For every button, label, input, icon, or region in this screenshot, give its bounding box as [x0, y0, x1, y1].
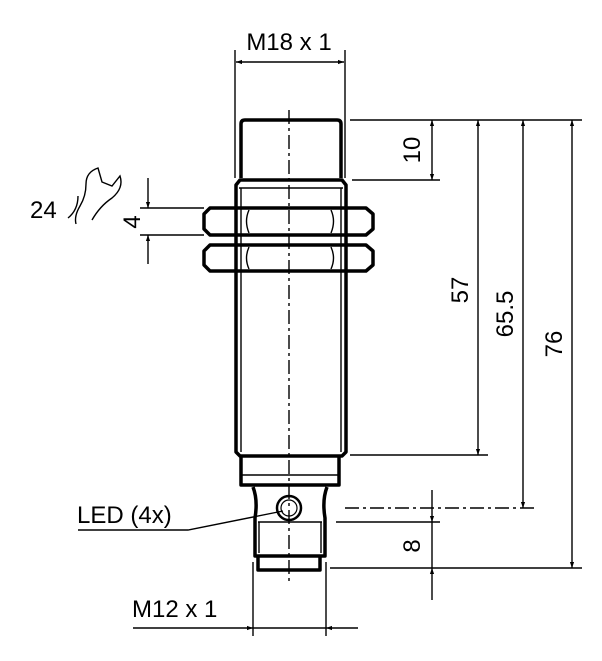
length-to-led-label: 65.5 [492, 291, 519, 338]
lock-nut-upper [202, 206, 375, 237]
sensor-body [234, 118, 348, 572]
nut-thickness-label: 4 [119, 215, 146, 228]
led-leader-line [78, 510, 284, 531]
total-length-label: 76 [541, 331, 568, 358]
dim-nut-thickness [140, 178, 204, 264]
led-label: LED (4x) [77, 502, 172, 529]
extension-lines [330, 119, 582, 569]
thread-top-label: M18 x 1 [246, 29, 331, 56]
connector-length-label: 8 [399, 539, 426, 552]
wrench-size-label: 24 [30, 197, 57, 224]
lock-nut-lower [202, 243, 375, 273]
dim-m12 [133, 562, 358, 636]
head-length-label: 10 [399, 137, 426, 164]
thread-length-label: 57 [447, 277, 474, 304]
thread-bottom-label: M12 x 1 [132, 596, 217, 623]
dim-m18 [234, 50, 346, 178]
wrench-icon [67, 167, 122, 225]
